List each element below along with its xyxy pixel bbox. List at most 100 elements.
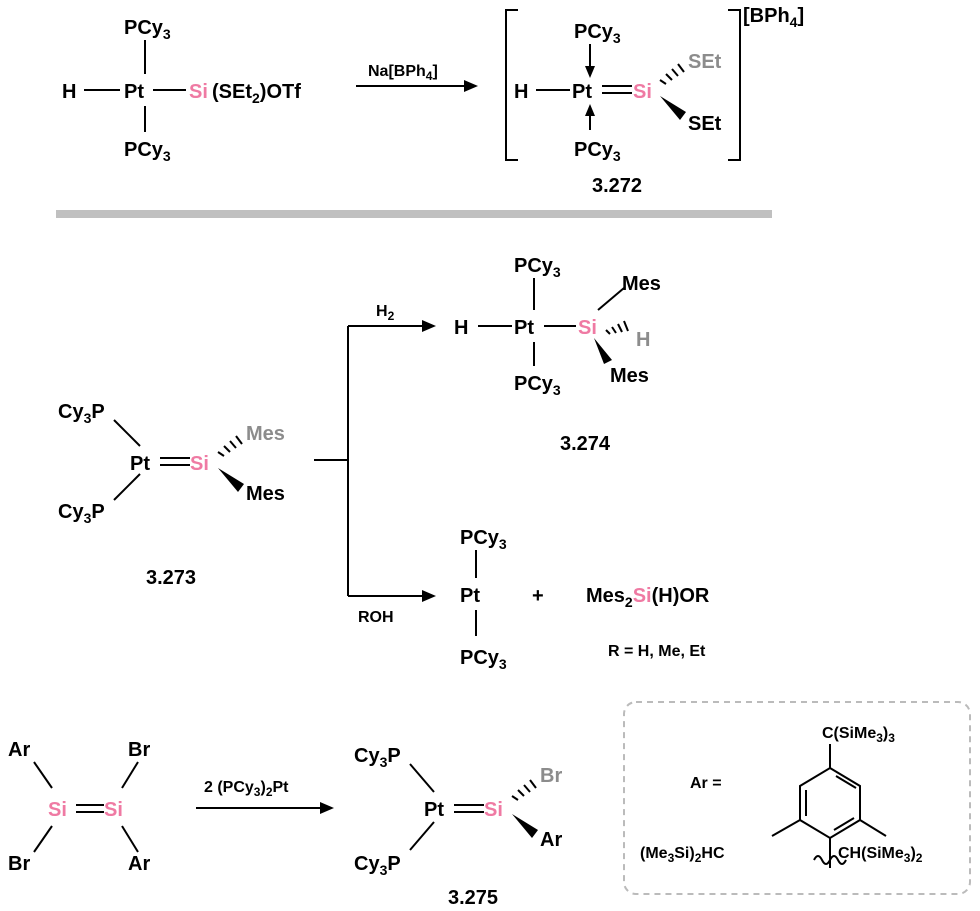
ar-box-ar-eq: Ar = xyxy=(690,775,722,792)
r2-up-bond-mes xyxy=(597,287,625,311)
r1-counterion: [BPh4] xyxy=(743,5,804,30)
r2-up-pcy3-bottom: PCy3 xyxy=(514,373,561,398)
r2-start-hash-2 xyxy=(223,445,231,453)
r2-start-mes-down: Mes xyxy=(246,483,285,505)
r1-reactant-pt: Pt xyxy=(124,81,144,103)
r1-product-h: H xyxy=(514,81,528,103)
r2-up-wedge xyxy=(594,338,612,364)
r2-low-pcy3-bottom: PCy3 xyxy=(460,647,507,672)
r2-up-mes-up: Mes xyxy=(622,273,661,295)
r1-bracket-left xyxy=(505,9,518,161)
r2-up-hash-4 xyxy=(623,320,629,332)
r3-prod-hash-1 xyxy=(511,795,519,801)
r2-start-hash-4 xyxy=(235,435,243,445)
r1-reagent: Na[BPh4] xyxy=(368,63,438,83)
r1-product-si: Si xyxy=(633,81,652,103)
r1-reactant-h: H xyxy=(62,81,76,103)
r2-up-si: Si xyxy=(578,317,597,339)
r2-low-plus: + xyxy=(532,585,544,607)
r2-start-pt: Pt xyxy=(130,453,150,475)
r2-up-hash-2 xyxy=(611,326,617,334)
r2-start-cy3p-top: Cy3P xyxy=(58,401,105,426)
r1-product-set-down: SEt xyxy=(688,113,722,135)
r1-arrow-head xyxy=(464,80,478,92)
reaction-1: PCy3 H Pt Si (SEt2)OTf PCy3 Na[BPh4] [BP… xyxy=(62,5,804,197)
r1-product-label: 3.272 xyxy=(592,175,642,197)
r2-lower-products: PCy3 Pt PCy3 + Mes2Si(H)OR R = H, Me, Et xyxy=(460,527,710,672)
r3-br-bl: Br xyxy=(8,853,30,875)
r2-up-pt: Pt xyxy=(514,317,534,339)
ar-box-ring xyxy=(799,766,861,840)
r3-prod-wedge xyxy=(512,814,538,838)
r1-reactant-si: Si xyxy=(189,81,208,103)
r2-start-label: 3.273 xyxy=(146,567,196,589)
r2-reagent-h2: H2 xyxy=(376,303,395,323)
r1-product-wedge xyxy=(660,96,686,120)
r2-up-label: 3.274 xyxy=(560,433,611,455)
r2-upper-product: PCy3 H Pt Si Mes H Mes PCy3 3.274 xyxy=(454,255,661,455)
ar-box-top-sub: C(SiMe3)3 xyxy=(822,725,895,745)
ar-definition-box: Ar = C(SiMe3)3 (Me3Si)2HC CH(SiMe3)2 xyxy=(623,701,971,895)
r1-arrow: Na[BPh4] xyxy=(356,63,478,92)
r3-prod-ar: Ar xyxy=(540,829,562,851)
ar-box-bond-right xyxy=(859,819,887,837)
r3-ar-tl: Ar xyxy=(8,739,30,761)
r1-product-set-up: SEt xyxy=(688,51,722,73)
r3-prod-hash-3 xyxy=(523,784,531,793)
r3-bond-br xyxy=(121,825,139,853)
r3-bond-tl xyxy=(33,761,53,789)
r2-start-cy3p-bottom: Cy3P xyxy=(58,501,105,526)
r3-prod-br: Br xyxy=(540,765,562,787)
ar-box-left-sub: (Me3Si)2HC xyxy=(640,845,725,865)
r3-prod-hash-4 xyxy=(529,779,537,789)
r1-reactant: PCy3 H Pt Si (SEt2)OTf PCy3 xyxy=(62,17,301,164)
r2-start-bond-top xyxy=(113,419,141,447)
r2-branch-arrows: H2 ROH xyxy=(314,303,436,626)
r3-br-tr: Br xyxy=(128,739,150,761)
section-divider xyxy=(56,210,772,218)
r2-reagent-roh: ROH xyxy=(358,609,394,626)
r2-low-r-def: R = H, Me, Et xyxy=(608,643,706,660)
r3-reactant: Ar Si Si Br Br Ar xyxy=(8,739,150,875)
r1-product-pt: Pt xyxy=(572,81,592,103)
r1-product-pcy3-top: PCy3 xyxy=(574,21,621,46)
r3-arrow-head xyxy=(320,802,334,814)
r3-arrow: 2 (PCy3)2Pt xyxy=(196,779,334,814)
r3-prod-cy3p-bottom: Cy3P xyxy=(354,853,401,878)
r1-reactant-pcy3-top: PCy3 xyxy=(124,17,171,42)
r1-product-hash-2 xyxy=(665,73,673,81)
r2-up-mes-down: Mes xyxy=(610,365,649,387)
r3-bond-bl xyxy=(33,825,53,853)
r2-start-wedge xyxy=(218,468,244,492)
r2-up-hash-1 xyxy=(605,329,611,335)
r3-prod-si: Si xyxy=(484,799,503,821)
r1-product-pcy3-bottom: PCy3 xyxy=(574,139,621,164)
r3-prod-bond-bottom xyxy=(409,821,435,851)
reaction-3: Ar Si Si Br Br Ar 2 (PCy3)2Pt Cy3P Pt xyxy=(8,701,971,909)
ar-box-border xyxy=(623,701,971,895)
r2-low-silanol: Mes2Si(H)OR xyxy=(586,585,710,610)
r3-ar-br: Ar xyxy=(128,853,150,875)
r2-start-hash-1 xyxy=(217,451,225,457)
r1-product-hash-1 xyxy=(659,79,667,85)
r1-product-hash-4 xyxy=(677,63,685,73)
ar-box-wavy-attachment xyxy=(813,855,847,865)
r3-prod-label: 3.275 xyxy=(448,887,498,909)
r3-si1: Si xyxy=(48,799,67,821)
r1-product: [BPh4] PCy3 H Pt Si SEt SEt PCy3 3.272 xyxy=(505,5,804,197)
r3-prod-pt: Pt xyxy=(424,799,444,821)
r1-reactant-pcy3-bottom: PCy3 xyxy=(124,139,171,164)
r2-up-hash-3 xyxy=(617,323,623,333)
r2-low-pt: Pt xyxy=(460,585,480,607)
r2-start: Cy3P Pt Si Mes Mes Cy3P 3.273 xyxy=(58,401,285,589)
r2-low-pcy3-top: PCy3 xyxy=(460,527,507,552)
r3-si2: Si xyxy=(104,799,123,821)
ar-box-right-sub: CH(SiMe3)2 xyxy=(838,845,923,865)
r2-arrow-upper-head xyxy=(422,320,436,332)
ar-box-ring-double-1 xyxy=(835,775,857,789)
r3-prod-cy3p-top: Cy3P xyxy=(354,745,401,770)
r1-product-hash-3 xyxy=(671,68,679,77)
ar-box-bond-left xyxy=(771,819,801,837)
r2-up-h-si: H xyxy=(636,329,650,351)
